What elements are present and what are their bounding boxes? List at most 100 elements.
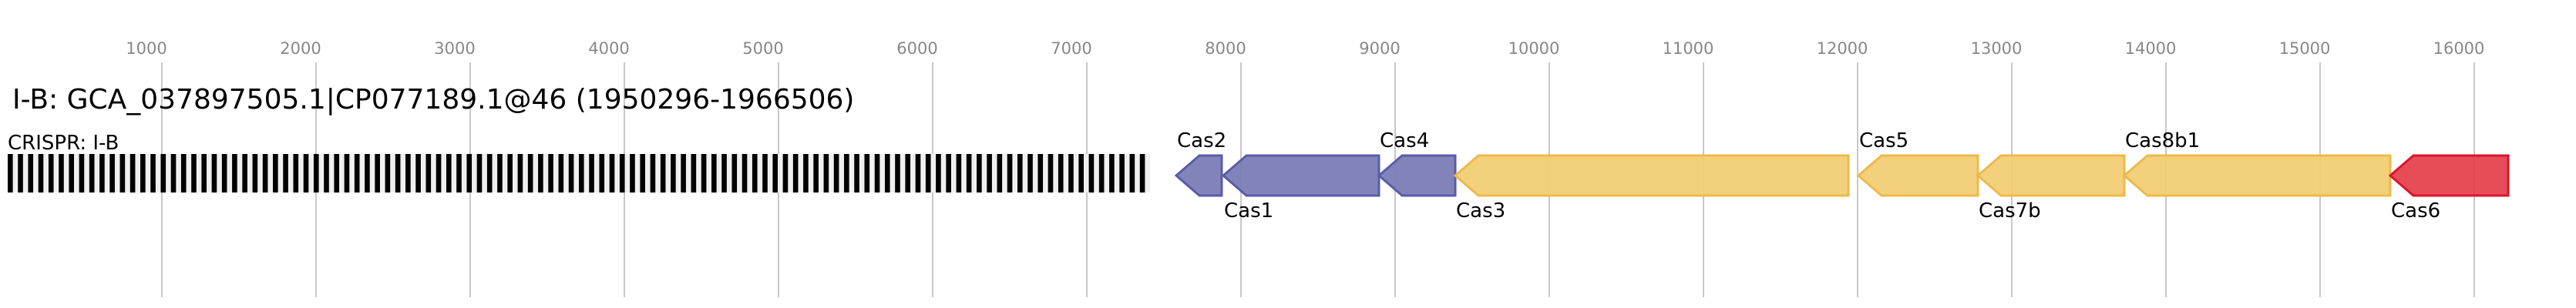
crispr-repeat (334, 154, 340, 192)
crispr-repeat (365, 154, 370, 192)
crispr-repeat (170, 154, 177, 192)
gene-cas2[interactable] (1174, 154, 1223, 197)
crispr-repeat (1109, 154, 1115, 192)
gene-cas3[interactable] (1453, 154, 1850, 197)
crispr-repeat (671, 154, 676, 192)
crispr-repeat (1078, 154, 1084, 192)
crispr-repeat (119, 154, 126, 192)
crispr-repeat (650, 154, 656, 192)
gene-label-cas2: Cas2 (1177, 129, 1226, 152)
crispr-repeat (823, 154, 829, 192)
crispr-repeat (385, 154, 391, 192)
crispr-repeat (833, 154, 839, 192)
crispr-repeat (354, 154, 360, 192)
crispr-repeat (211, 154, 217, 192)
crispr-repeat (456, 154, 462, 192)
crispr-repeat (1088, 154, 1095, 192)
crispr-repeat (1058, 154, 1064, 192)
crispr-repeat (792, 154, 799, 192)
gene-cas7b[interactable] (1976, 154, 2126, 197)
crispr-repeat (782, 154, 789, 192)
crispr-repeat (977, 154, 982, 192)
crispr-repeat (1139, 154, 1145, 192)
crispr-repeat (48, 154, 54, 192)
crispr-repeat (905, 154, 911, 192)
crispr-repeat (538, 154, 543, 192)
crispr-repeat (742, 154, 748, 192)
tick-label: 13000 (1971, 39, 2023, 58)
crispr-repeat (191, 154, 197, 192)
gene-cas6[interactable] (2388, 154, 2510, 197)
gene-cas1[interactable] (1221, 154, 1380, 197)
crispr-repeat (1048, 154, 1054, 192)
crispr-repeat (660, 154, 666, 192)
crispr-repeat (579, 154, 584, 192)
crispr-repeat (303, 154, 309, 192)
gene-label-cas8b1: Cas8b1 (2125, 129, 2200, 152)
tick-label: 4000 (588, 39, 629, 58)
crispr-repeat (874, 154, 880, 192)
crispr-repeat (109, 154, 115, 192)
crispr-repeat (486, 154, 493, 192)
crispr-repeat (180, 154, 187, 192)
crispr-repeat (813, 154, 819, 192)
crispr-repeat (232, 154, 237, 192)
crispr-repeat (609, 154, 615, 192)
crispr-repeat (527, 154, 533, 192)
crispr-repeat (1098, 154, 1105, 192)
crispr-array (8, 154, 1150, 192)
crispr-repeat (283, 154, 288, 192)
gene-cas4[interactable] (1377, 154, 1457, 197)
crispr-repeat (273, 154, 278, 192)
tick-label: 16000 (2433, 39, 2485, 58)
tick-label: 9000 (1359, 39, 1400, 58)
crispr-repeat (435, 154, 442, 192)
tick-label: 6000 (896, 39, 937, 58)
tick-label: 11000 (1663, 39, 1714, 58)
crispr-repeat (150, 154, 156, 192)
crispr-repeat (497, 154, 503, 192)
crispr-repeat (89, 154, 95, 192)
crispr-repeat (966, 154, 972, 192)
tick-label: 10000 (1508, 39, 1560, 58)
crispr-repeat (415, 154, 421, 192)
crispr-repeat (395, 154, 401, 192)
crispr-repeat (129, 154, 136, 192)
crispr-repeat (731, 154, 738, 192)
crispr-repeat (1037, 154, 1044, 192)
tick-label: 3000 (434, 39, 475, 58)
crispr-repeat (293, 154, 299, 192)
crispr-repeat (242, 154, 247, 192)
crispr-repeat (752, 154, 758, 192)
crispr-repeat (313, 154, 319, 192)
gene-cas5[interactable] (1856, 154, 1979, 197)
gene-label-cas7b: Cas7b (1979, 199, 2041, 223)
crispr-repeat (803, 154, 809, 192)
crispr-repeat (375, 154, 380, 192)
crispr-repeat (324, 154, 329, 192)
crispr-repeat (772, 154, 779, 192)
crispr-repeat (936, 154, 941, 192)
gene-label-cas3: Cas3 (1456, 199, 1505, 223)
crispr-repeat (252, 154, 258, 192)
crispr-repeat (987, 154, 992, 192)
crispr-repeat (1129, 154, 1135, 192)
crispr-repeat (997, 154, 1003, 192)
crispr-repeat (1119, 154, 1125, 192)
crispr-repeat (466, 154, 472, 192)
crispr-repeat (599, 154, 605, 192)
crispr-repeat (762, 154, 768, 192)
gene-cas8b1[interactable] (2122, 154, 2392, 197)
crispr-repeat (1068, 154, 1074, 192)
crispr-repeat (517, 154, 523, 192)
crispr-repeat (507, 154, 513, 192)
crispr-repeat (589, 154, 594, 192)
crispr-repeat (956, 154, 962, 192)
crispr-repeat (140, 154, 146, 192)
crispr-repeat (640, 154, 646, 192)
crispr-repeat (854, 154, 859, 192)
crispr-repeat (1007, 154, 1013, 192)
crispr-repeat (425, 154, 432, 192)
